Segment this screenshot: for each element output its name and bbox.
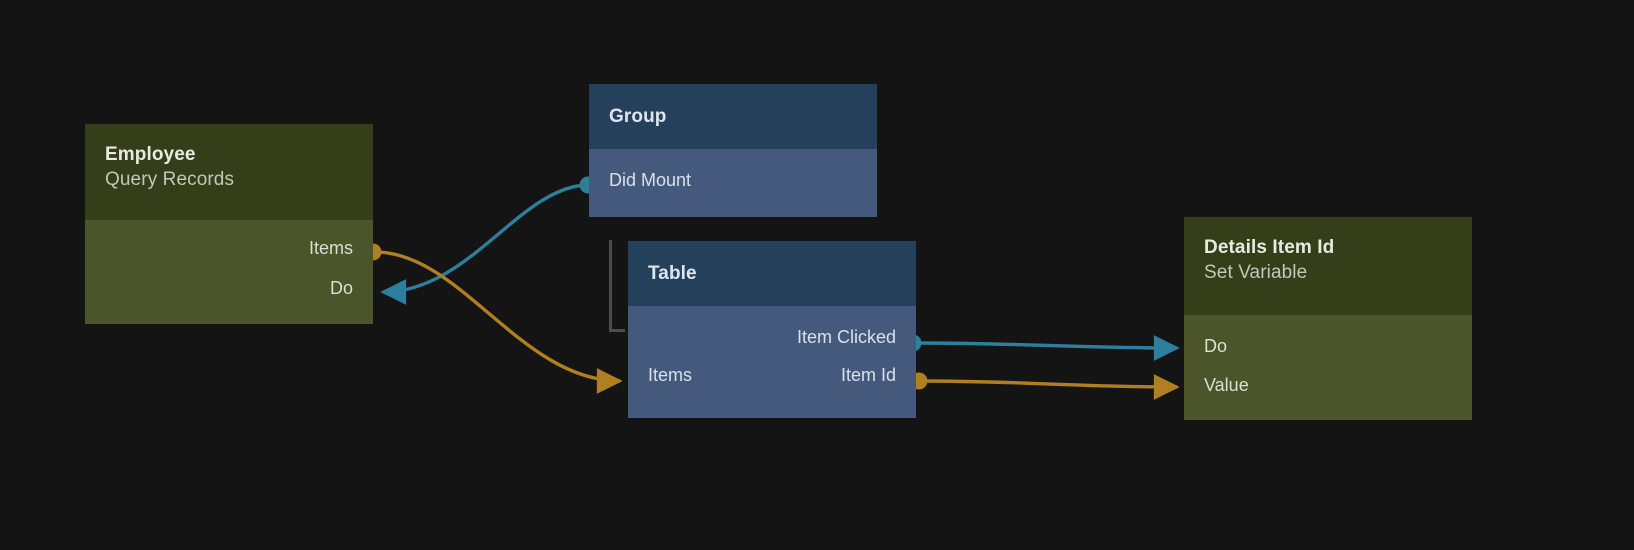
node-details-item-id-subtitle: Set Variable (1204, 262, 1308, 283)
edge-employee-items-to-table-items (372, 250, 623, 394)
node-group-header: Group (589, 84, 877, 149)
node-group-title: Group (609, 106, 667, 127)
node-details-item-id-body: Do Value (1184, 315, 1472, 420)
node-details-item-id[interactable]: Details Item Id Set Variable Do Value (1184, 217, 1472, 420)
edge-group-didmount-to-employee-do (380, 183, 589, 305)
port-details-do[interactable]: Do (1204, 335, 1227, 357)
node-table-header: Table (628, 241, 916, 306)
node-employee[interactable]: Employee Query Records Items Do (85, 124, 373, 324)
port-group-did-mount[interactable]: Did Mount (609, 169, 691, 191)
node-group[interactable]: Group Did Mount (589, 84, 877, 217)
node-table-body: Item Clicked Item Id Items (628, 306, 916, 418)
port-details-value-label: Value (1204, 375, 1249, 395)
port-details-do-label: Do (1204, 336, 1228, 356)
node-employee-subtitle: Query Records (105, 169, 235, 190)
port-employee-do[interactable]: Do (330, 277, 353, 299)
port-employee-items-label: Items (308, 238, 353, 258)
port-table-item-clicked-label: Item Clicked (796, 327, 896, 347)
node-employee-title: Employee (105, 144, 196, 165)
port-details-value[interactable]: Value (1204, 374, 1249, 396)
edge-table-itemid-to-details-value (919, 374, 1180, 400)
port-table-items[interactable]: Items (648, 364, 692, 386)
port-table-item-clicked[interactable]: Item Clicked (797, 326, 896, 348)
node-employee-body: Items Do (85, 220, 373, 324)
port-table-item-id[interactable]: Item Id (841, 364, 896, 386)
edge-table-itemclicked-to-details-do (913, 335, 1180, 361)
port-group-did-mount-label: Did Mount (609, 170, 692, 190)
node-table[interactable]: Table Item Clicked Item Id Items (628, 241, 916, 418)
node-table-title: Table (648, 263, 697, 284)
node-details-item-id-title: Details Item Id (1204, 237, 1335, 258)
port-table-items-label: Items (648, 365, 693, 385)
group-nesting-bracket (609, 240, 625, 332)
node-group-body: Did Mount (589, 149, 877, 217)
port-table-item-id-label: Item Id (840, 365, 896, 385)
node-employee-header: Employee Query Records (85, 124, 373, 220)
node-details-item-id-header: Details Item Id Set Variable (1184, 217, 1472, 315)
port-employee-items[interactable]: Items (309, 237, 353, 259)
port-employee-do-label: Do (329, 278, 353, 298)
